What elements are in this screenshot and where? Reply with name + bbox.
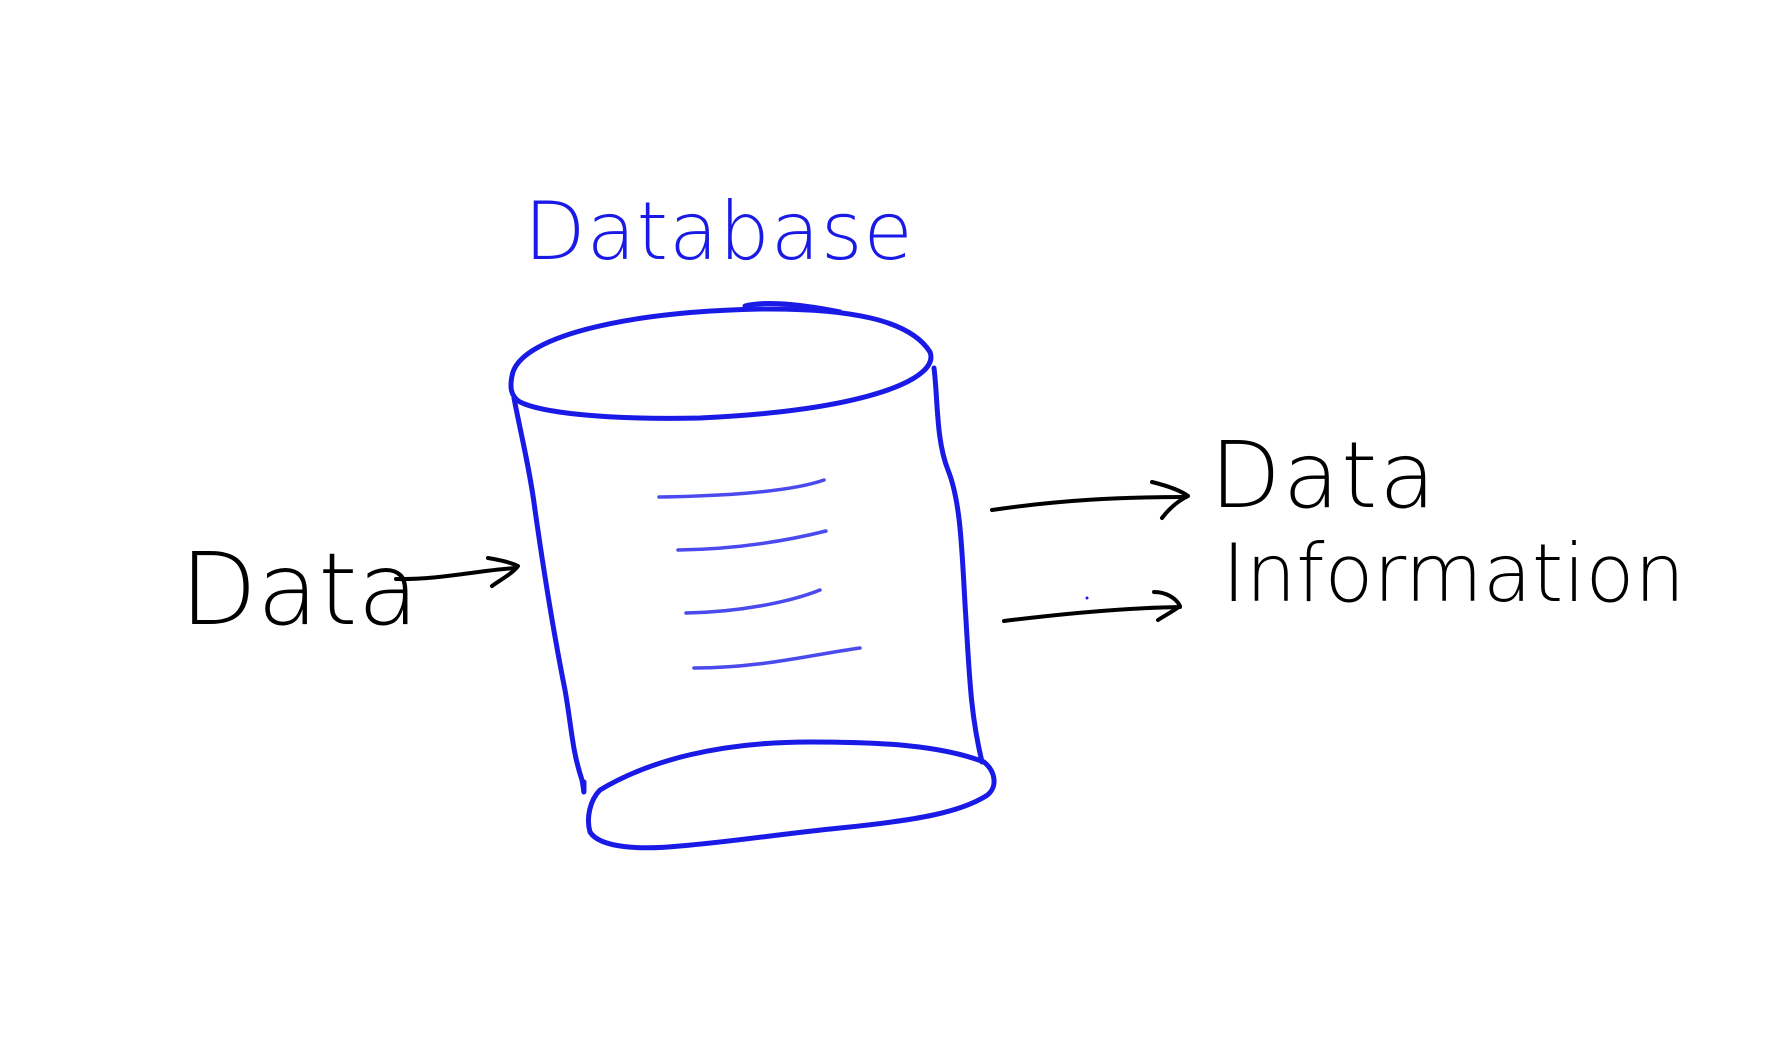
output-arrow-information bbox=[1002, 590, 1182, 623]
database-bottom-ellipse bbox=[585, 739, 997, 851]
input-arrow-head bbox=[486, 556, 520, 588]
record-line bbox=[684, 588, 822, 615]
input-arrow-shaft bbox=[394, 566, 518, 582]
output-arrow-data-shaft bbox=[990, 495, 1188, 512]
output-information-label: Information bbox=[1222, 527, 1686, 620]
output-arrow-information-shaft bbox=[1002, 605, 1182, 623]
output-arrow-information-head bbox=[1152, 590, 1182, 622]
output-arrow-data bbox=[990, 480, 1190, 520]
record-line bbox=[676, 529, 828, 552]
database-left-side bbox=[511, 395, 587, 795]
database-cylinder bbox=[508, 301, 997, 851]
database-title: Database bbox=[524, 185, 914, 278]
record-line bbox=[657, 478, 826, 499]
input-arrow bbox=[394, 556, 520, 588]
database-top-ellipse bbox=[508, 306, 934, 421]
output-arrow-data-head bbox=[1150, 480, 1190, 520]
record-line bbox=[692, 646, 862, 670]
database-top-bump bbox=[742, 301, 843, 315]
database-records bbox=[657, 478, 862, 670]
input-data-label: Data bbox=[180, 531, 419, 648]
output-data-label: Data bbox=[1210, 422, 1438, 529]
database-right-side bbox=[931, 365, 985, 765]
stray-dot bbox=[1085, 596, 1089, 600]
